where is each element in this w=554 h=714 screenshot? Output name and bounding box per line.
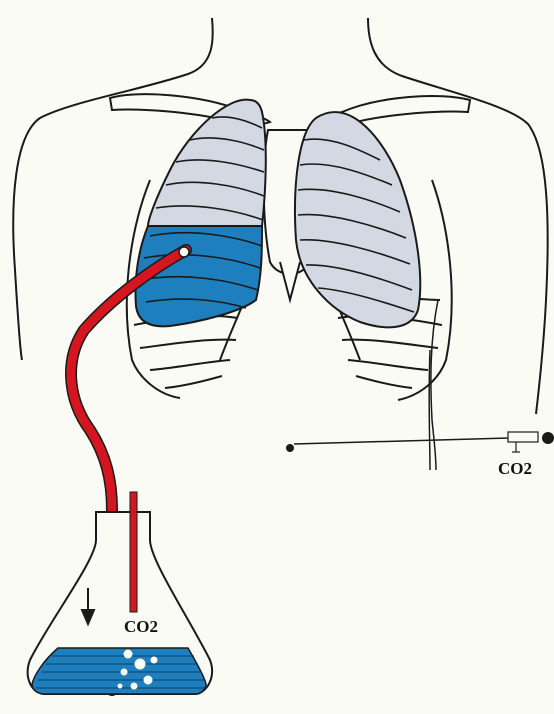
- right-lung: [136, 100, 266, 327]
- flask-gas-label: CO2: [124, 617, 158, 636]
- clavicles: [110, 94, 470, 126]
- tube-tip: [179, 247, 189, 257]
- left-lung: [295, 112, 420, 327]
- vent-tube: [130, 492, 137, 612]
- collection-flask: [28, 492, 212, 694]
- needle-icon: [286, 432, 554, 452]
- needle-gas-label: CO2: [498, 459, 532, 478]
